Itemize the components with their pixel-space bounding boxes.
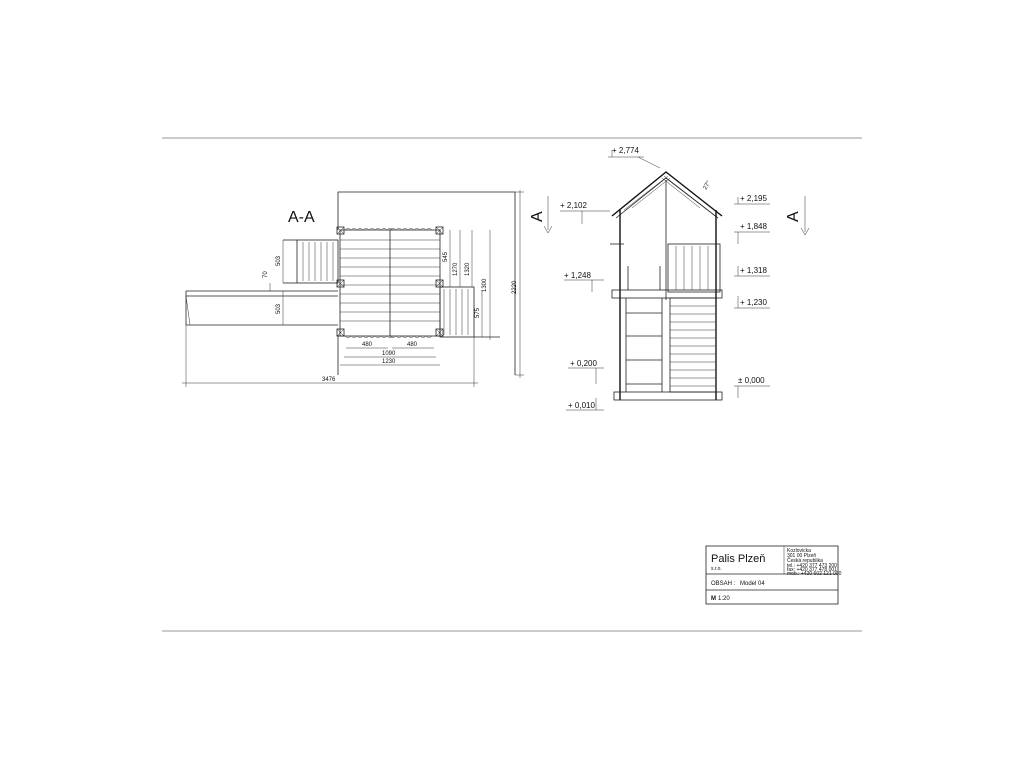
svg-text:A: A — [785, 211, 802, 222]
plan-dim-70: 70 — [263, 271, 271, 291]
company-tel: tel.: +420 377 473 200 — [787, 563, 837, 569]
level-2195: + 2,195 — [734, 194, 770, 205]
svg-text:+ 2,195: + 2,195 — [740, 194, 767, 203]
section-mark-left: A — [529, 196, 553, 234]
plan-dim-1270: 1270 — [453, 230, 461, 287]
level-0010: + 0,010 — [566, 398, 604, 411]
svg-text:+ 1,848: + 1,848 — [740, 222, 767, 231]
plan-dim-1230: 1230 — [340, 359, 440, 366]
svg-text:1300: 1300 — [482, 278, 488, 292]
section-label-aa: A-A — [288, 209, 315, 226]
svg-text:1270: 1270 — [453, 262, 459, 276]
company-address-1: Kozlovicka — [787, 548, 811, 554]
elevation-base — [613, 391, 723, 401]
level-2774: + 2,774 — [608, 146, 661, 169]
plan-dim-575: 575 — [475, 290, 483, 337]
level-1230: + 1,230 — [734, 296, 770, 309]
plan-dim-503-a: 503 — [276, 240, 284, 283]
content-value: Model 04 — [740, 581, 765, 587]
svg-text:3476: 3476 — [322, 377, 336, 383]
elevation-roof — [611, 171, 723, 217]
elevation-ladder — [625, 298, 663, 392]
svg-text:70: 70 — [263, 271, 269, 278]
svg-text:2220: 2220 — [512, 280, 518, 294]
svg-text:± 0,000: ± 0,000 — [738, 376, 765, 385]
plan-dim-480-a: 480 — [346, 342, 388, 349]
plan-dim-2220: 2220 — [512, 190, 524, 378]
plan-dim-480-b: 480 — [392, 342, 434, 349]
plan-dim-1300: 1300 — [482, 230, 491, 340]
svg-text:1230: 1230 — [382, 359, 396, 365]
plan-stairs-right — [439, 286, 475, 338]
svg-text:+ 1,318: + 1,318 — [740, 266, 767, 275]
roof-angle-label: 27° — [703, 180, 713, 191]
scale-value: 1:20 — [718, 596, 730, 602]
section-mark-right: A — [785, 196, 810, 236]
plan-dim-1320: 1320 — [465, 230, 473, 287]
plan-deck-edge — [344, 228, 433, 338]
svg-text:545: 545 — [443, 251, 449, 262]
content-label: OBSAH : — [711, 581, 736, 587]
svg-text:+ 1,248: + 1,248 — [564, 271, 591, 280]
level-1848: + 1,848 — [734, 222, 770, 244]
svg-text:503: 503 — [276, 255, 282, 266]
company-address-2: 301 00 Plzeň — [787, 553, 816, 559]
svg-text:+ 0,010: + 0,010 — [568, 401, 595, 410]
elevation-stairs — [669, 297, 717, 393]
svg-text:503: 503 — [276, 303, 282, 314]
svg-text:575: 575 — [475, 307, 481, 318]
svg-text:+ 0,200: + 0,200 — [570, 359, 597, 368]
plan-posts — [336, 226, 444, 337]
company-address-3: Česká republika — [787, 557, 823, 564]
company-suffix: s.r.o. — [711, 566, 722, 572]
svg-text:+ 2,774: + 2,774 — [612, 146, 639, 155]
company-mobile: mob.: +420 602 121 000 — [787, 571, 842, 577]
svg-text:480: 480 — [407, 342, 418, 348]
svg-text:1320: 1320 — [465, 262, 471, 276]
plan-balcony-left — [296, 239, 339, 284]
level-2102: + 2,102 — [560, 201, 610, 224]
title-block: Palis Plzeň s.r.o. Kozlovicka 301 00 Plz… — [705, 545, 842, 605]
level-1318: + 1,318 — [734, 266, 770, 277]
elevation-deck-beam — [611, 289, 723, 299]
level-0000: ± 0,000 — [734, 376, 770, 398]
plan-deck-boards — [340, 230, 440, 336]
plan-view: A-A — [182, 190, 524, 387]
company-fax: fax: +420 377 478 001 — [787, 567, 837, 573]
scale-label: M — [711, 596, 716, 602]
elevation-view: + 2,774 + 2,102 + 2,195 + 1,848 + 1,248 … — [560, 146, 770, 411]
company-name: Palis Plzeň — [711, 553, 765, 565]
svg-text:1090: 1090 — [382, 351, 396, 357]
plan-dim-1090: 1090 — [344, 351, 436, 358]
plan-dim-3476: 3476 — [182, 325, 478, 387]
elevation-upper-wall — [667, 243, 721, 293]
svg-text:480: 480 — [362, 342, 373, 348]
level-1248: + 1,248 — [564, 271, 604, 292]
plan-dim-545: 545 — [443, 230, 451, 287]
svg-text:+ 1,230: + 1,230 — [740, 298, 767, 307]
plan-dim-503-b: 503 — [276, 291, 284, 325]
plan-slide — [185, 290, 338, 326]
svg-text:A: A — [529, 211, 546, 222]
svg-text:+ 2,102: + 2,102 — [560, 201, 587, 210]
level-0200: + 0,200 — [568, 359, 604, 384]
